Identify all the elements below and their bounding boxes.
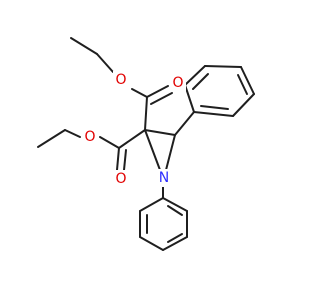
- phenyl-top-bond-4: [240, 66, 255, 95]
- phenyl-bottom-bond-1: [139, 197, 164, 212]
- bond-carbonyl-bottom-2: [123, 149, 127, 171]
- atom-label-o-ether-bottom: O: [82, 128, 98, 146]
- oxygen-carbonyl-bottom: O: [115, 171, 126, 187]
- bond-carbonyl-top-1: [146, 85, 169, 98]
- bond-ester-top-o-c: [131, 88, 148, 98]
- phenyl-top-double-3: [200, 105, 229, 110]
- ethyl-ester-bottom: [37, 129, 146, 171]
- oxygen-ether-top: O: [115, 72, 126, 88]
- bond-ethyl-bottom-ch3-ch2: [37, 129, 66, 148]
- phenyl-top-bond-3: [204, 65, 242, 68]
- bond-carbonyl-bottom-1: [116, 147, 120, 171]
- phenyl-top-bond-6: [193, 111, 234, 117]
- oxygen-carbonyl-top: O: [172, 75, 183, 91]
- bond-ring-cquat-ch: [144, 129, 176, 136]
- atom-label-o-carbonyl-bottom: O: [113, 170, 129, 188]
- bond-ester-bottom-c-quat: [118, 129, 146, 149]
- phenyl-bottom-bond-4: [162, 236, 188, 251]
- bond-ch-phenyl: [174, 111, 195, 136]
- phenyl-top-bond-1: [184, 84, 195, 113]
- bond-ethyl-top-ch2-o: [96, 53, 114, 73]
- atom-label-n-aziridine: N: [156, 169, 172, 187]
- phenyl-bottom-bond-6: [162, 197, 188, 212]
- phenyl-top-bond-2: [184, 65, 206, 86]
- bond-ring-ch-n: [165, 134, 176, 171]
- phenyl-bottom-double-3: [167, 205, 183, 216]
- atom-label-o-carbonyl-top: O: [170, 74, 186, 92]
- bond-ethyl-top-ch3-ch2: [70, 37, 98, 55]
- phenyl-top-double-2: [237, 74, 248, 95]
- atom-label-o-ether-top: O: [113, 71, 129, 89]
- oxygen-ether-bottom: O: [84, 129, 95, 145]
- nitrogen-aziridine: N: [159, 170, 169, 186]
- phenyl-bottom-bond-3: [139, 236, 164, 251]
- bond-ethyl-bottom-ch2-o: [64, 129, 81, 138]
- aziridine-ring: [144, 129, 176, 171]
- phenyl-bottom-double-2: [167, 233, 183, 243]
- phenyl-ring-top-right: [174, 65, 255, 136]
- ethyl-ester-top: [70, 37, 173, 131]
- phenyl-top-bond-5: [232, 93, 255, 117]
- bond-ring-cquat-n: [144, 129, 161, 171]
- phenyl-top-double-1: [192, 73, 209, 90]
- bond-ester-top-c-quat: [144, 96, 148, 131]
- bond-ester-bottom-o-c: [99, 136, 120, 149]
- molecule-structure-diagram: O O O O N: [37, 37, 255, 251]
- phenyl-ring-bottom: [139, 185, 188, 251]
- bond-carbonyl-top-2: [150, 92, 173, 105]
